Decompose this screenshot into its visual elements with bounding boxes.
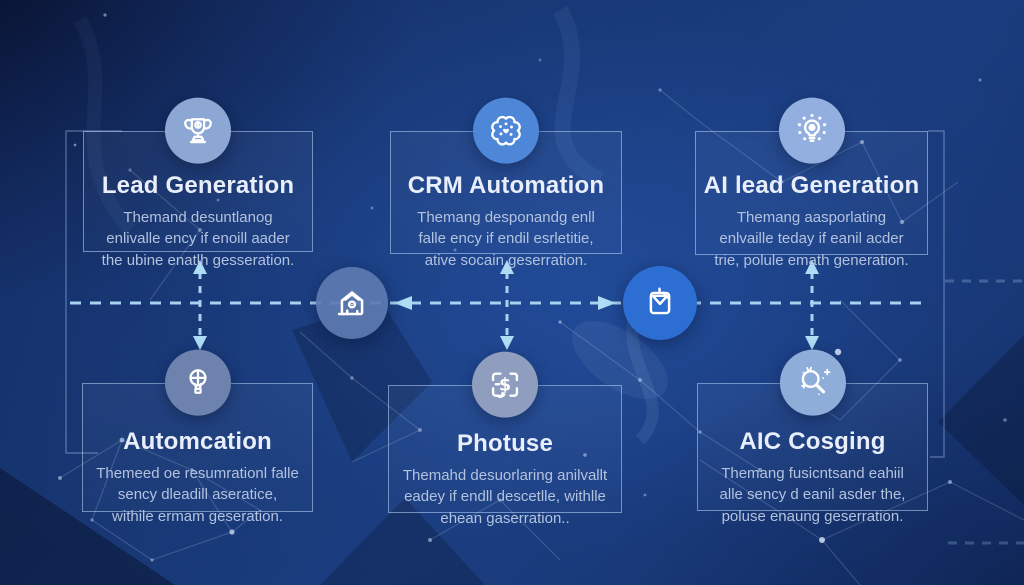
svg-text:$: $: [499, 376, 511, 396]
card-automcation: Automcation Themeed oe resumrationl fall…: [82, 349, 313, 525]
card-aic-cosging: AIC Cosging Themang fusicntsand eahiil a…: [697, 349, 928, 525]
card-description: Themahd desuorlaring anilvallt eadey if …: [402, 467, 608, 527]
card-lead-generation: Lead Generation Themand desuntlanog enli…: [83, 97, 313, 269]
card-title: AI lead Generation: [703, 172, 920, 199]
trophy-icon: [165, 97, 231, 164]
arrow-right-icon: [598, 296, 616, 310]
card-crm-automation: CRM Automation Themang desponandg enll f…: [390, 97, 622, 269]
card-description: Themang desponandg enll falle ency if en…: [417, 209, 595, 269]
card-ai-lead-generation: AI lead Generation Themang aasporlating …: [695, 97, 928, 269]
card-description: Themand desuntlanog enlivalle ency if en…: [101, 209, 295, 269]
mail-document-glyph: [649, 287, 671, 315]
card-title: Automcation: [123, 428, 272, 455]
card-title: CRM Automation: [407, 172, 605, 199]
card-photuse: $ Photuse Themahd desuorlaring anilvallt…: [388, 351, 622, 527]
card-title: Photuse: [456, 430, 554, 457]
dollar-chat-icon: $: [472, 351, 538, 418]
trophy-glyph: [184, 118, 212, 144]
card-description: Themang fusicntsand eahiil alle sency d …: [719, 465, 906, 525]
card-description: Themang aasporlating enlvaille teday if …: [714, 209, 909, 269]
magnifier-glyph: [800, 366, 830, 395]
lightbulb-dots-icon: [778, 97, 845, 164]
dollar-brackets-glyph: $: [491, 372, 519, 399]
arrow-left-icon: [394, 296, 412, 310]
mail-document-icon: [623, 266, 697, 340]
card-description: Themeed oe resumrationl falle sency dlea…: [96, 465, 299, 525]
card-title: AIC Cosging: [739, 428, 886, 455]
magnifier-sparkles-icon: [779, 349, 846, 416]
balloon-bulb-icon: [164, 349, 231, 416]
card-title: Lead Generation: [101, 172, 295, 199]
arrow-down-icon: [193, 336, 207, 350]
house-glyph: [337, 291, 364, 316]
arrow-down-icon: [805, 336, 819, 350]
crm-blob-glyph: [491, 115, 521, 146]
arrow-down-icon: [500, 336, 514, 350]
house-icon: [316, 267, 388, 339]
crm-network-icon: [473, 97, 539, 164]
lightbulb-glyph: [797, 113, 826, 142]
balloon-glyph: [188, 369, 207, 394]
dark-triangle-shape: [938, 335, 1024, 505]
arrowheads: [193, 260, 819, 350]
